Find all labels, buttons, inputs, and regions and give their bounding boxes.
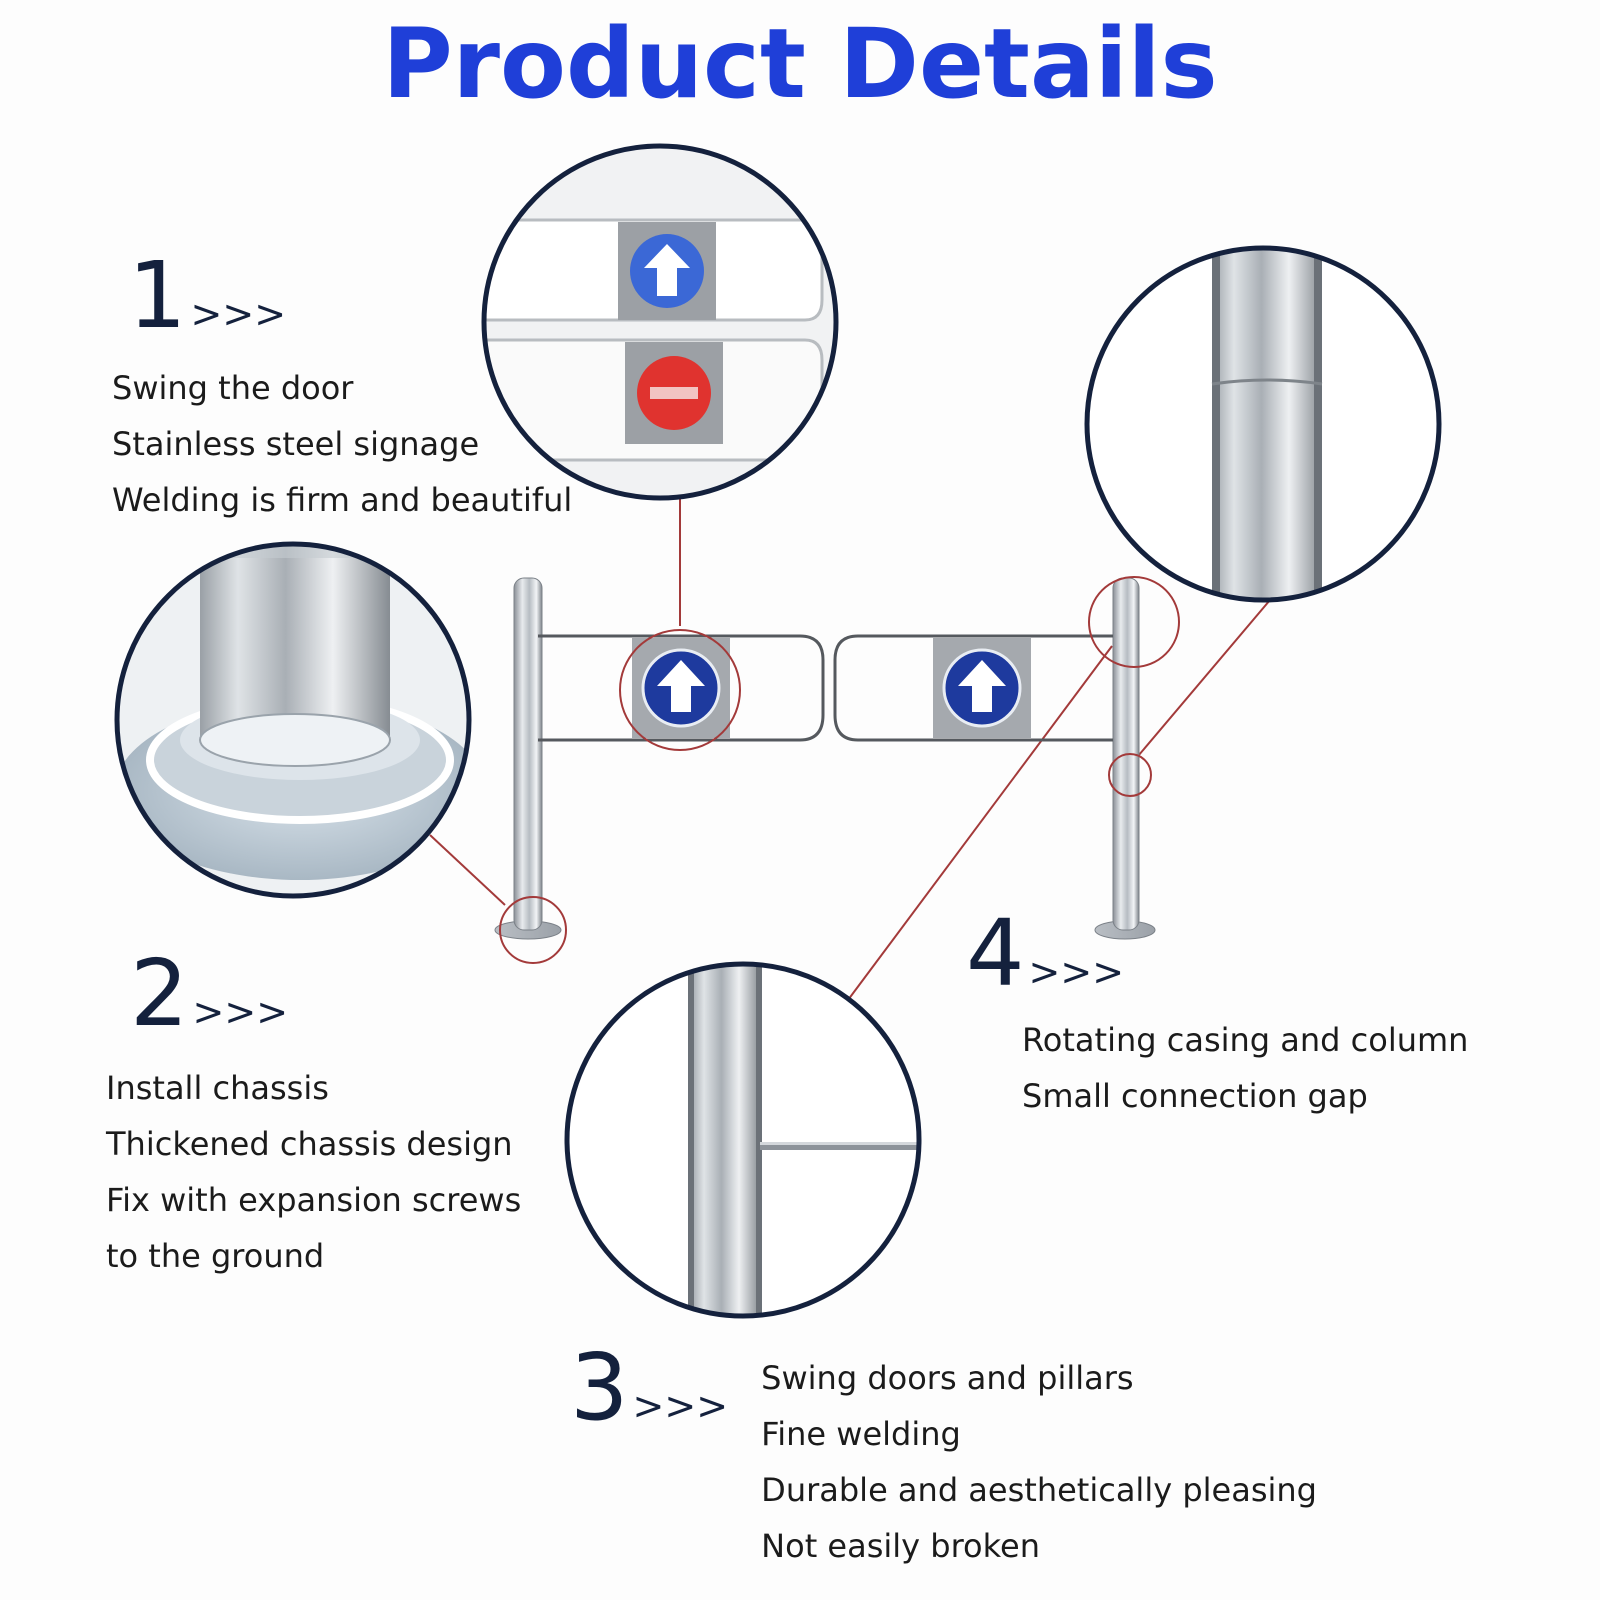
section-4-lines: Rotating casing and column Small connect… bbox=[1022, 1012, 1468, 1124]
feature-line: Rotating casing and column bbox=[1022, 1021, 1469, 1059]
section-number: 3 bbox=[570, 1334, 629, 1441]
feature-line: Stainless steel signage bbox=[112, 425, 480, 463]
section-1-heading: 1>>> bbox=[128, 250, 572, 342]
feature-line: Small connection gap bbox=[1022, 1077, 1368, 1115]
up-arrow-sign-icon bbox=[630, 234, 704, 308]
feature-line: Welding is firm and beautiful bbox=[112, 481, 573, 519]
detail-circle-chassis bbox=[114, 541, 472, 899]
section-1-lines: Swing the door Stainless steel signage W… bbox=[112, 360, 572, 528]
detail-circle-welding bbox=[564, 961, 922, 1319]
feature-line: Not easily broken bbox=[761, 1527, 1040, 1565]
feature-line: Install chassis bbox=[106, 1069, 329, 1107]
section-3-lines: Swing doors and pillars Fine welding Dur… bbox=[761, 1350, 1317, 1574]
callout-lines bbox=[429, 498, 1271, 1001]
feature-line: Swing doors and pillars bbox=[761, 1359, 1134, 1397]
section-1: 1>>> Swing the door Stainless steel sign… bbox=[112, 250, 572, 528]
feature-line: Swing the door bbox=[112, 369, 354, 407]
section-number: 4 bbox=[966, 900, 1025, 1007]
detail-circle-signage bbox=[481, 143, 839, 501]
no-entry-sign-icon bbox=[637, 356, 711, 430]
feature-line: to the ground bbox=[106, 1237, 325, 1275]
section-4: 4>>> Rotating casing and column Small co… bbox=[966, 908, 1468, 1124]
up-arrow-sign-icon bbox=[933, 638, 1031, 738]
page-title: Product Details bbox=[382, 8, 1218, 120]
section-3-heading: 3>>> bbox=[570, 1342, 728, 1434]
section-number: 1 bbox=[128, 242, 187, 349]
detail-circle-casing bbox=[1084, 245, 1442, 603]
section-2: 2>>> Install chassis Thickened chassis d… bbox=[106, 948, 521, 1284]
feature-line: Fine welding bbox=[761, 1415, 961, 1453]
up-arrow-sign-icon bbox=[632, 638, 730, 738]
swing-gate bbox=[494, 576, 1180, 964]
section-4-heading: 4>>> bbox=[966, 908, 1468, 1000]
feature-line: Thickened chassis design bbox=[106, 1125, 513, 1163]
section-arrows: >>> bbox=[1028, 950, 1125, 994]
section-3: 3>>> Swing doors and pillars Fine weldin… bbox=[570, 1342, 1317, 1574]
section-arrows: >>> bbox=[192, 990, 289, 1034]
feature-line: Fix with expansion screws bbox=[106, 1181, 522, 1219]
section-2-heading: 2>>> bbox=[130, 948, 521, 1040]
section-arrows: >>> bbox=[190, 292, 287, 336]
feature-line: Durable and aesthetically pleasing bbox=[761, 1471, 1317, 1509]
section-number: 2 bbox=[130, 940, 189, 1047]
section-2-lines: Install chassis Thickened chassis design… bbox=[106, 1060, 521, 1284]
section-arrows: >>> bbox=[632, 1384, 729, 1428]
